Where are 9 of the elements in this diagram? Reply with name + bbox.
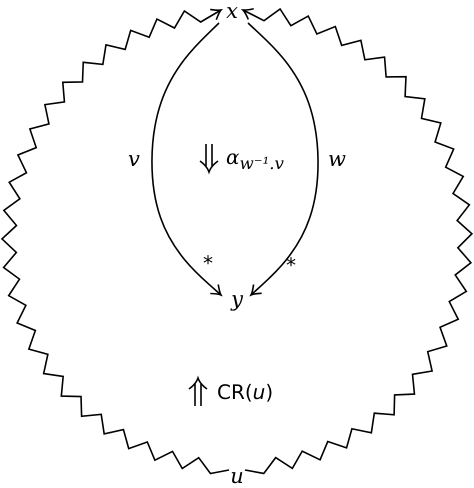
edge-label: v bbox=[128, 148, 140, 170]
node-label: x bbox=[222, 1, 242, 23]
star-mark: * bbox=[286, 254, 296, 276]
cell-label: CR(u) bbox=[217, 381, 274, 403]
star-mark: * bbox=[203, 252, 213, 274]
cell-label: α$_{w⁻¹.v}$ bbox=[226, 146, 284, 175]
node-label: u bbox=[227, 466, 247, 486]
node-label: y bbox=[227, 289, 247, 313]
edge-label: w bbox=[328, 148, 346, 170]
